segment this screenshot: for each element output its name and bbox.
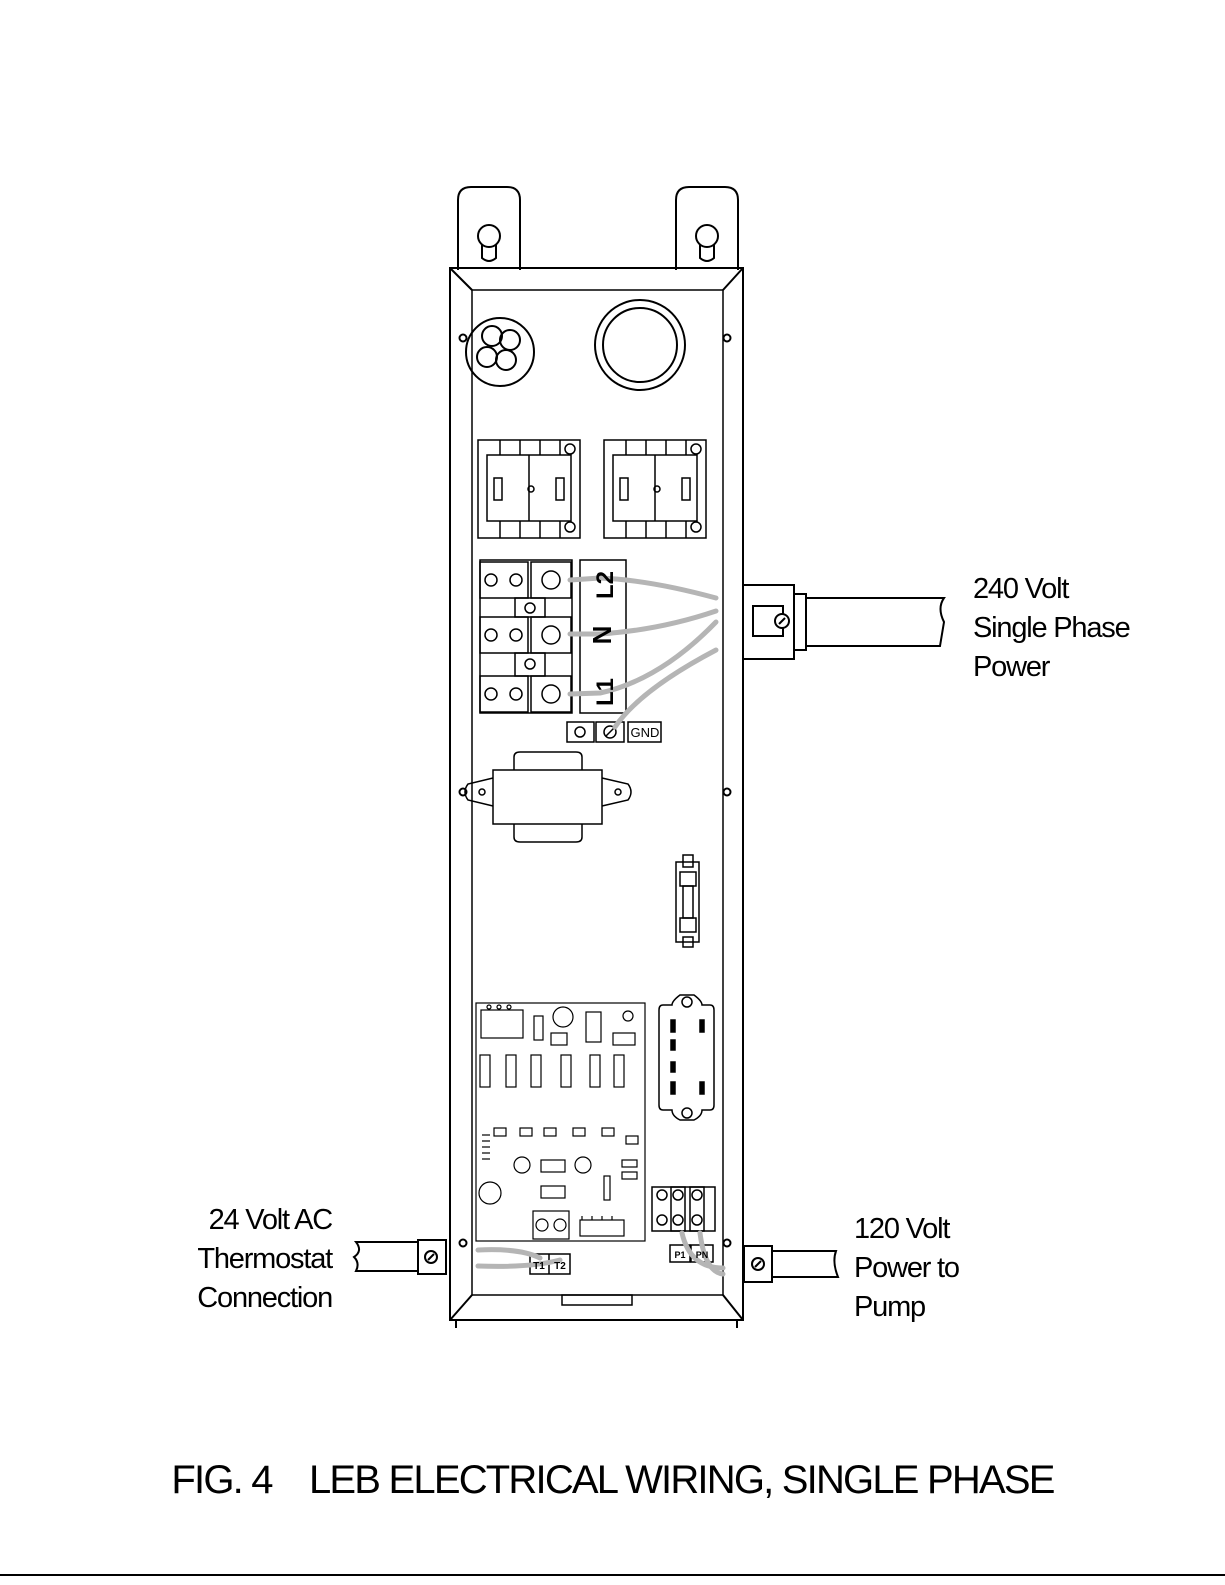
l1-label: L1 xyxy=(592,678,619,706)
transformer xyxy=(465,752,631,842)
relay-left xyxy=(478,440,580,538)
figure-caption: FIG. 4 LEB ELECTRICAL WIRING, SINGLE PHA… xyxy=(0,1458,1225,1503)
pump-receptacle xyxy=(659,995,714,1120)
wire-ground xyxy=(615,650,716,727)
callout-line: Power to xyxy=(854,1249,959,1288)
callout-line: Thermostat xyxy=(190,1240,332,1279)
t2-label: T2 xyxy=(554,1261,566,1272)
l2-label: L2 xyxy=(592,571,619,599)
relay-right xyxy=(604,440,706,538)
power-conduit xyxy=(743,585,944,659)
p1-label: P1 xyxy=(674,1250,685,1260)
cable-knockout xyxy=(466,318,534,386)
callout-line: Pump xyxy=(854,1288,959,1327)
callout-line: 120 Volt xyxy=(854,1210,959,1249)
pipe-knockout xyxy=(595,300,685,390)
callout-line: Connection xyxy=(190,1279,332,1318)
control-enclosure xyxy=(450,268,743,1328)
thermostat-conduit xyxy=(354,1240,446,1274)
bottom-rule xyxy=(0,1574,1225,1576)
callout-line: 24 Volt AC xyxy=(190,1201,332,1240)
n-label: N xyxy=(587,626,617,645)
pump-conduit xyxy=(744,1246,838,1282)
pump-callout: 120 Volt Power to Pump xyxy=(854,1210,959,1327)
power-240-callout: 240 Volt Single Phase Power xyxy=(973,570,1130,687)
mounting-tab-left xyxy=(458,187,520,270)
gnd-label: GND xyxy=(631,725,660,740)
fuse-holder xyxy=(676,855,699,947)
callout-line: Power xyxy=(973,648,1130,687)
callout-line: 240 Volt xyxy=(973,570,1130,609)
wire-thermostat-1 xyxy=(478,1250,540,1258)
wire-thermostat-2 xyxy=(478,1260,560,1266)
callout-line: Single Phase xyxy=(973,609,1130,648)
thermostat-callout: 24 Volt AC Thermostat Connection xyxy=(190,1201,332,1318)
pn-label: PN xyxy=(696,1250,709,1260)
t1-label: T1 xyxy=(533,1261,545,1272)
mounting-tab-right xyxy=(676,187,738,270)
control-circuit-board xyxy=(476,1003,645,1241)
